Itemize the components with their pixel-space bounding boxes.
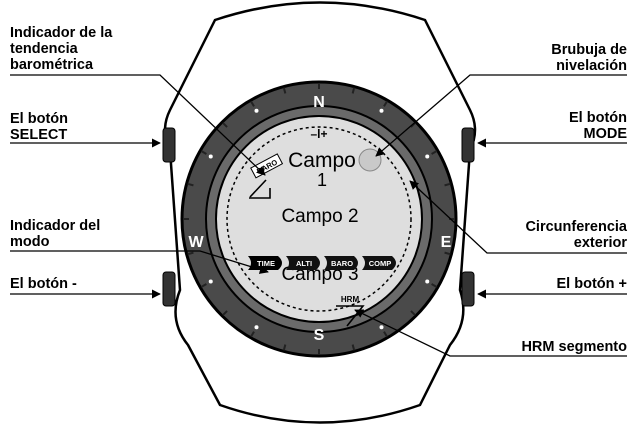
bezel-dot (425, 279, 430, 284)
barometric-trend-shape (249, 188, 271, 199)
bezel-notch (282, 344, 287, 351)
bezel-dot (254, 325, 259, 330)
bezel-notch (431, 283, 438, 288)
bezel-notch (222, 122, 228, 128)
label-minus-button: El botón - (10, 276, 77, 292)
bezel-notch (187, 251, 194, 256)
mode-label-alti: ALTI (296, 259, 312, 268)
bezel-notch (351, 344, 356, 351)
mode-label-comp: COMP (369, 259, 392, 268)
leader-outer-circumference (409, 180, 627, 254)
select-button-shape (162, 127, 176, 163)
bezel-notch (250, 100, 255, 107)
hrm-flag-text: HRM (341, 295, 360, 304)
hrm-segment-shape (336, 305, 365, 327)
leader-bubble-level (375, 74, 627, 157)
bezel-ticks (183, 83, 455, 355)
bezel-letter-s: S (314, 327, 325, 344)
mode-label-time: TIME (257, 259, 275, 268)
bezel-dot (425, 154, 430, 159)
bezel-notch (282, 87, 287, 94)
outer-circumference-ring (226, 126, 412, 312)
label-bubble-level: Brubuja de nivelación (551, 42, 627, 74)
bubble-level (358, 148, 382, 172)
bezel-notch (444, 251, 451, 256)
bezel-notch (250, 331, 255, 338)
bezel-notch (444, 182, 451, 187)
label-outer-circumference: Circunferencia exterior (525, 219, 627, 251)
mode-segment-comp (362, 256, 396, 270)
bezel-notch (351, 87, 356, 94)
bezel-notch (410, 310, 416, 316)
bezel-letter-e: E (441, 234, 452, 251)
plus-button-shape (461, 271, 475, 307)
label-hrm-segment: HRM segmento (521, 339, 627, 355)
field-1-number: 1 (317, 170, 327, 190)
mode-segment-time (248, 256, 282, 270)
mode-segment-baro (324, 256, 358, 270)
minus-button-shape (162, 271, 176, 307)
bezel-dot (254, 108, 259, 113)
mode-button-shape (461, 127, 475, 163)
field-2-label: Campo 2 (281, 206, 358, 227)
bezel-notch (383, 100, 388, 107)
label-select-button: El botón SELECT (10, 111, 68, 143)
bezel-dot (208, 154, 213, 159)
leader-barometric-trend (10, 74, 266, 176)
bezel-notch (200, 150, 207, 155)
mode-indicator-row: TIME ALTI BARO COMP (248, 256, 396, 270)
bezel-dot (379, 325, 384, 330)
label-barometric-trend: Indicador de la tendencia barométrica (10, 25, 113, 73)
bezel-letter-n: N (313, 94, 325, 111)
label-mode-indicator: Indicador del modo (10, 218, 101, 250)
label-plus-button: El botón + (556, 276, 627, 292)
leader-hrm-segment (354, 309, 627, 357)
bezel-notch (187, 182, 194, 187)
mode-label-baro: BARO (331, 259, 353, 268)
barometric-trend-arrow (249, 179, 267, 198)
bezel-notch (200, 283, 207, 288)
leader-mode-indicator (10, 250, 269, 274)
mode-segment-alti (286, 256, 320, 270)
bezel-dot (379, 108, 384, 113)
bezel-letter-w: W (188, 234, 204, 251)
trend-marks: –l+ (310, 127, 327, 141)
bezel-notch (431, 150, 438, 155)
bezel-notch (383, 331, 388, 338)
label-mode-button: El botón MODE (569, 110, 627, 142)
bezel-dot (208, 279, 213, 284)
bezel-notch (222, 310, 228, 316)
field-1-label: Campo (288, 149, 356, 172)
